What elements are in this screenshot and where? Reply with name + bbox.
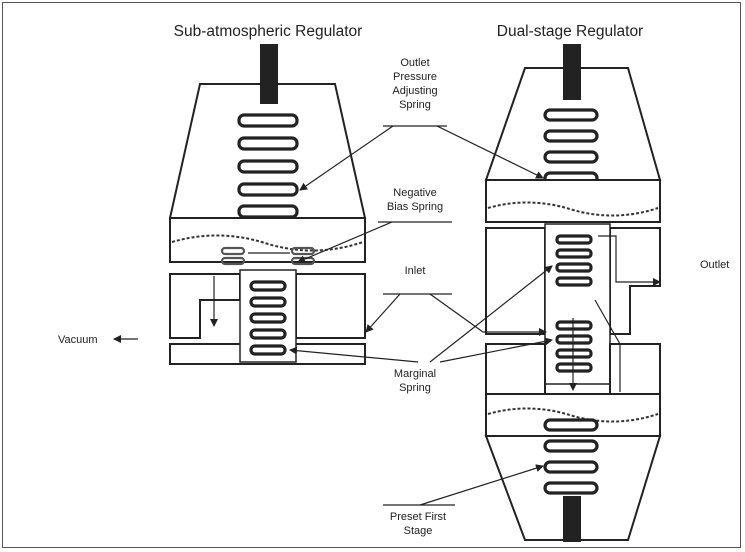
label-outlet: Outlet <box>700 259 729 271</box>
right-lower-mid-right <box>610 344 660 394</box>
svg-text:Negative: Negative <box>393 187 436 199</box>
right-mid-body-right <box>610 228 660 334</box>
left-adjust-stem <box>260 44 278 104</box>
sub-atmospheric-regulator <box>170 44 365 364</box>
left-valve-chamber <box>240 270 296 362</box>
svg-text:Pressure: Pressure <box>393 71 437 83</box>
right-mid-body-left <box>486 228 545 334</box>
right-bottom-stem <box>563 496 581 542</box>
left-bonnet <box>170 84 365 218</box>
left-lower-body-left <box>170 274 240 338</box>
title-sub-atmospheric: Sub-atmospheric Regulator <box>174 23 363 40</box>
right-valve-column <box>545 224 610 384</box>
right-top-stem <box>563 44 581 100</box>
dual-stage-regulator <box>486 44 660 542</box>
left-diaphragm-housing <box>170 218 365 262</box>
svg-text:Spring: Spring <box>399 382 431 394</box>
svg-text:Outlet: Outlet <box>400 57 429 69</box>
svg-text:Spring: Spring <box>399 99 431 111</box>
svg-text:Stage: Stage <box>404 525 433 537</box>
label-vacuum: Vacuum <box>58 334 98 346</box>
svg-text:Marginal: Marginal <box>394 368 436 380</box>
svg-text:Preset First: Preset First <box>390 511 446 523</box>
svg-text:Inlet: Inlet <box>405 265 426 277</box>
svg-text:Adjusting: Adjusting <box>392 85 437 97</box>
right-upper-diaphragm-housing <box>486 180 660 222</box>
title-dual-stage: Dual-stage Regulator <box>497 23 643 40</box>
svg-text:Bias Spring: Bias Spring <box>387 201 443 213</box>
left-lower-body-right <box>296 274 365 338</box>
